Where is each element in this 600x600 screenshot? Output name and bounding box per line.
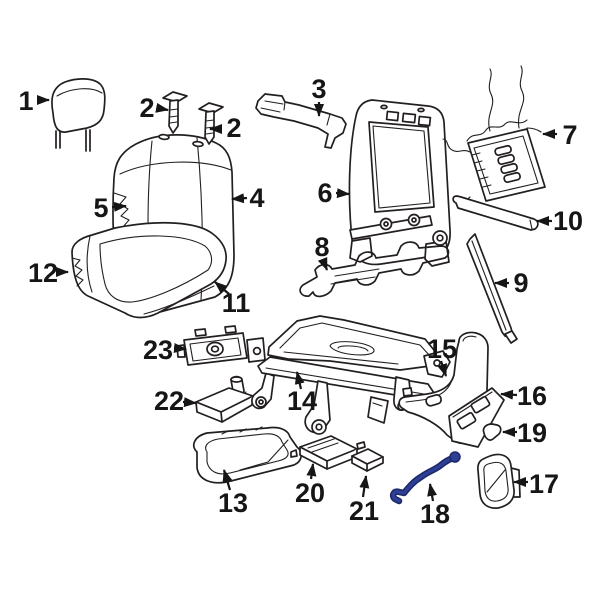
part-outer-shield	[193, 426, 302, 484]
part-module-small	[351, 441, 384, 472]
callout-arrow-18	[427, 483, 438, 502]
callout-label-9: 9	[513, 268, 528, 298]
part-trim-rod	[466, 233, 518, 344]
callout-arrow-11	[214, 281, 230, 295]
callout-label-1: 1	[18, 86, 33, 116]
part-cap	[482, 423, 502, 441]
callout-arrow-5	[111, 201, 127, 212]
callout-label-16: 16	[517, 381, 547, 411]
callout-arrow-20	[306, 463, 317, 480]
part-release-cable	[389, 451, 461, 505]
part-seat-cushion	[71, 221, 227, 319]
callout-arrow-14	[294, 371, 305, 390]
callout-arrow-23	[173, 343, 187, 353]
callout-label-18: 18	[420, 499, 450, 529]
callout-label-14: 14	[287, 386, 317, 416]
part-seat-switch	[176, 325, 266, 366]
callout-label-23: 23	[143, 335, 173, 365]
callout-label-19: 19	[517, 418, 547, 448]
callout-arrow-6	[335, 188, 350, 199]
callout-label-20: 20	[295, 478, 325, 508]
callout-label-2a: 2	[139, 93, 154, 123]
part-headrest-guide-left	[162, 91, 188, 134]
callout-arrow-8	[317, 257, 329, 271]
part-headrest	[51, 78, 106, 152]
part-adjuster-bracket	[195, 375, 254, 423]
callout-label-11: 11	[222, 288, 251, 318]
part-suspension-mat	[442, 65, 546, 208]
callout-label-22: 22	[154, 386, 184, 416]
callout-arrow-2a	[155, 102, 169, 113]
callout-arrow-16	[500, 389, 518, 400]
callout-label-10: 10	[553, 206, 583, 236]
callout-arrows	[37, 95, 557, 502]
callout-arrow-4	[231, 193, 248, 204]
callout-label-3: 3	[311, 74, 326, 104]
part-handle-cover	[477, 453, 521, 509]
part-module	[290, 435, 358, 470]
part-seat-back-bracket	[255, 93, 347, 149]
callout-label-7: 7	[562, 120, 577, 150]
callout-label-12: 12	[28, 258, 58, 288]
callout-label-15: 15	[427, 334, 457, 364]
callout-arrow-22	[182, 397, 197, 408]
callout-label-13: 13	[218, 488, 248, 518]
callout-label-5: 5	[93, 193, 108, 223]
callout-arrow-21	[359, 475, 370, 498]
callout-label-21: 21	[349, 496, 379, 526]
callout-arrow-13	[222, 469, 233, 491]
part-seat-back-frame	[348, 99, 451, 267]
callout-label-2b: 2	[226, 113, 241, 143]
callout-label-17: 17	[529, 469, 559, 499]
callout-label-6: 6	[317, 178, 332, 208]
part-recliner-rod	[452, 195, 539, 231]
callout-labels: 1 2 2 3 4 5 6 7 8 9 10 11 12 13 14 15 16…	[18, 74, 583, 529]
callout-arrow-15	[437, 360, 448, 377]
callout-label-4: 4	[249, 183, 264, 213]
callout-label-8: 8	[314, 232, 329, 262]
